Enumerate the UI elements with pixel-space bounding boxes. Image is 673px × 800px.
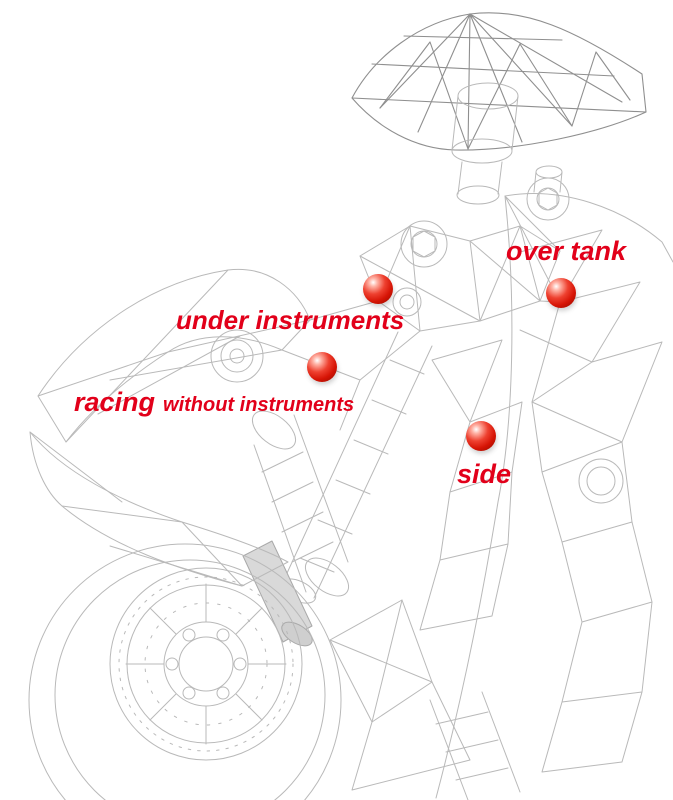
- windscreen-mesh: [351, 12, 647, 151]
- fork-tube: [279, 331, 433, 604]
- fork-cap-right: [526, 165, 570, 221]
- label-racing-qualifier: without instruments: [163, 394, 355, 416]
- marker-dot-over-tank: [546, 278, 576, 308]
- label-side: side: [457, 459, 512, 489]
- left-lower-fairing: [29, 431, 289, 587]
- label-racing-main: racing: [74, 387, 156, 417]
- label-racing: racing without instruments: [74, 387, 355, 418]
- mirror-stalk: [451, 82, 519, 205]
- label-over-tank: over tank: [506, 236, 627, 266]
- label-under-instruments: under instruments: [176, 305, 405, 335]
- brake-disc: [109, 567, 303, 761]
- front-tire: [28, 543, 342, 800]
- marker-dot-racing: [307, 352, 337, 382]
- triple-clamp-mesh: [359, 225, 561, 332]
- marker-dot-side: [466, 421, 496, 451]
- caliper-mesh: [329, 599, 521, 800]
- fork-cap-left: [392, 220, 448, 317]
- tank-body-mesh: [435, 193, 673, 799]
- handlebar-grip: [251, 410, 350, 597]
- side-frame-mesh: [419, 339, 523, 631]
- marker-dot-under-instruments: [363, 274, 393, 304]
